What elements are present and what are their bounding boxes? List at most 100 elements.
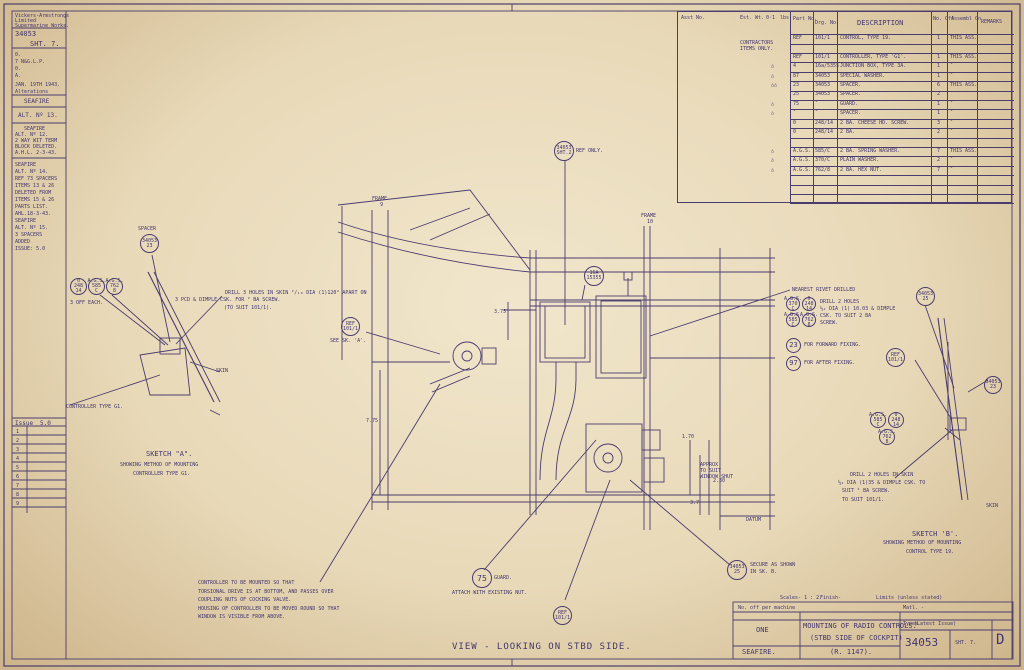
ref-only-note: REF ONLY. xyxy=(576,148,604,154)
cell-part: REF xyxy=(793,53,803,60)
issue-row-number: 4 xyxy=(16,456,20,462)
cell-drg: 34053 xyxy=(815,82,831,88)
cell-off: 1 xyxy=(937,63,941,70)
sketch-a-caption: SHOWING METHOD OF MOUNTING xyxy=(120,462,199,468)
cell-desc: SPACER. xyxy=(840,91,862,98)
strip-sheet: SHT. 7. xyxy=(30,40,60,48)
drill-note-line: 3 PCD & DIMPLE CSK. FOR ² BA SCREW. xyxy=(175,297,281,303)
cell-desc: GUARD. xyxy=(840,100,859,107)
cell-on: THIS ASS. xyxy=(950,147,978,154)
cell-desc: 2 BA. CHEESE HD. SCREW. xyxy=(840,119,910,126)
revision-flag-icon: △ xyxy=(771,100,775,107)
cell-desc: PLAIN WASHER. xyxy=(840,157,880,164)
header-description: DESCRIPTION xyxy=(857,19,904,27)
cell-drg: 101/1 xyxy=(815,35,831,41)
cell-part: A.G.S. xyxy=(793,157,812,164)
cell-on: ″ xyxy=(950,129,954,135)
header-remarks: REMARKS xyxy=(981,19,1003,25)
table-row xyxy=(791,137,1014,148)
cell-desc: CONTROLLER, TYPE 'G1'. xyxy=(840,53,907,60)
controller-note: CONTROLLER TO BE MOUNTED SO THAT xyxy=(198,580,295,586)
issue-row-number: 7 xyxy=(16,483,20,489)
limits-label: Limits (unless stated) xyxy=(876,595,943,601)
maker-line-1: Vickers-Armstrongs xyxy=(15,13,70,19)
cell-desc: 2 BA. SPRING WASHER. xyxy=(840,147,901,154)
drill-note-b: TO SUIT 101/1. xyxy=(842,497,885,503)
cell-part: 25 xyxy=(793,91,800,98)
dimension-375: 3.75 xyxy=(494,309,507,315)
rivet-note: NEAREST RIVET DRILLED xyxy=(792,287,856,293)
cell-drg: 34053 xyxy=(815,72,831,79)
issue-row-number: 8 xyxy=(16,492,20,498)
cell-off: 7 xyxy=(937,166,941,173)
cell-part: 75 xyxy=(793,100,800,107)
secure-note: IN SK. B. xyxy=(750,569,778,575)
issue-value: 5.0 xyxy=(40,420,51,427)
sketch-a-title: SKETCH "A". xyxy=(146,450,193,458)
alt-2-line: A.H.L. 2-3-43. xyxy=(15,150,58,156)
approx-note: WINDOW SHUT xyxy=(700,474,734,480)
sketch-b-caption: CONTROL TYPE 19. xyxy=(906,549,955,555)
controller-note: TORSIONAL DRIVE IS AT BOTTOM, AND PASSES… xyxy=(198,589,334,595)
cell-desc: 2 BA. HEX NUT. xyxy=(840,166,883,173)
three-off-note: 3 OFF EACH. xyxy=(70,300,104,306)
col-divider xyxy=(837,12,838,204)
table-header-row: Part No. Drg. No. DESCRIPTION No. Off As… xyxy=(791,12,1014,35)
header-drg-no: Drg. No. xyxy=(815,20,840,26)
drill-2-note: DRILL 2 HOLES xyxy=(820,299,860,305)
controller-note: COUPLING NUTS OF COCKING VALVE. xyxy=(198,597,292,603)
cell-drg: ″ xyxy=(815,100,819,107)
cell-part: 0 xyxy=(793,119,797,126)
no-off-label: No. off per machine xyxy=(738,605,796,611)
cell-desc: CONTROL, TYPE 19. xyxy=(840,35,892,41)
maker-line-3: Supermarine Works. xyxy=(15,23,70,29)
cell-part: A.G.S. xyxy=(793,166,812,173)
issue-row-number: 6 xyxy=(16,474,20,480)
scale-label: Scales- 1 : 2. xyxy=(780,595,823,601)
table-row xyxy=(791,184,1014,195)
frame-9-number: 9 xyxy=(380,202,384,208)
col-divider xyxy=(947,12,948,204)
alteration-note-line: AHL.18-3-43. xyxy=(15,211,52,217)
alt-1-title: SEAFIRE xyxy=(24,98,50,105)
after-fixing-note: FOR AFTER FIXING. xyxy=(804,360,856,366)
issue-row-number: 5 xyxy=(16,465,20,471)
attach-note: ATTACH WITH EXISTING NUT. xyxy=(452,590,528,596)
frame-9-label: FRAME xyxy=(372,196,388,202)
cell-off: 1 xyxy=(937,72,941,79)
drawing-number: 34053 xyxy=(905,636,939,649)
strip-entry: JAN. 19TH 1943. xyxy=(15,82,61,88)
types-label: Types xyxy=(903,621,919,627)
controller-label: CONTROLLER TYPE G1. xyxy=(66,404,124,410)
no-off-value: ONE xyxy=(756,626,769,634)
cell-drg: 34053 xyxy=(815,91,831,98)
view-title: VIEW - LOOKING ON STBD SIDE. xyxy=(452,642,632,652)
cell-on: ″ xyxy=(950,72,954,79)
drill-2-note: ⅓₂ DIA (1) 10.03 & DIMPLE xyxy=(820,306,896,312)
header-no-off: No. Off xyxy=(933,16,955,22)
col-divider xyxy=(931,12,932,204)
cell-off: 1 xyxy=(937,100,941,107)
cell-part: A.G.S. xyxy=(793,147,812,154)
cell-off: 1 xyxy=(937,110,941,117)
skin-label: SKIN xyxy=(216,368,229,374)
revision-flag-icon: △ xyxy=(771,157,775,164)
guard-label: GUARD. xyxy=(494,575,513,581)
drill-note-line: (TO SUIT 101/1). xyxy=(224,305,273,311)
alteration-note-line: ISSUE: 5.0 xyxy=(15,246,46,252)
cell-part: 23 xyxy=(793,82,800,88)
revision-flag-icon: △△ xyxy=(771,82,778,88)
